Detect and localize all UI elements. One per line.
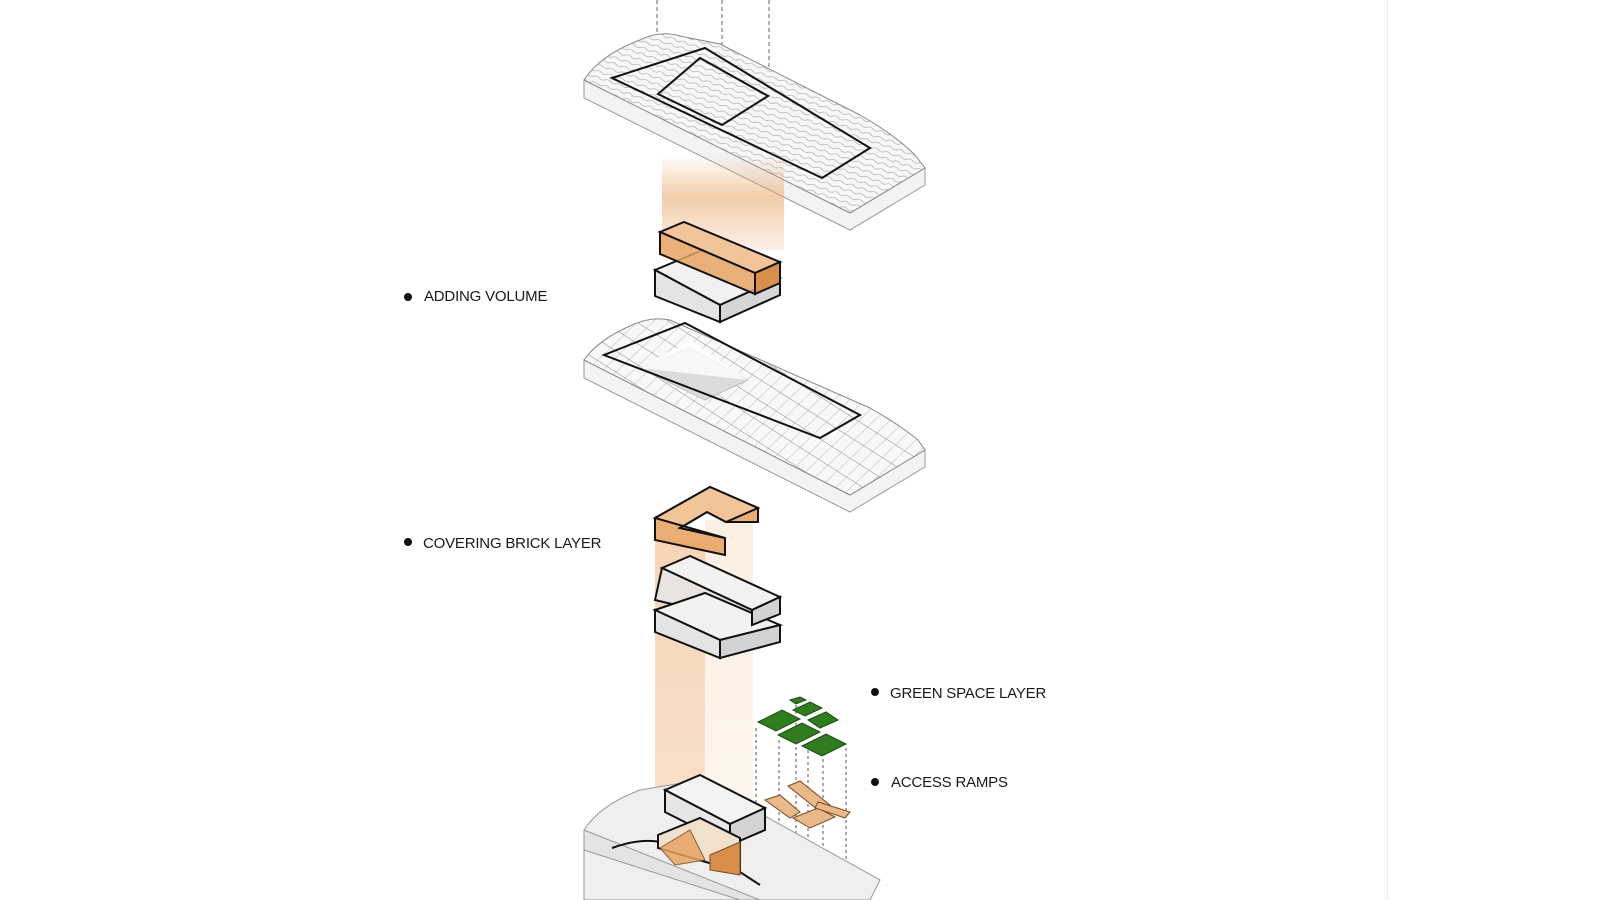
access-ramps [763,780,851,829]
label-adding-volume: ADDING VOLUME [404,288,548,305]
label-covering-brick-layer: COVERING BRICK LAYER [404,535,602,552]
base-site-model [583,773,881,900]
terrain-grid-layer [583,318,926,513]
label-access-ramps: ACCESS RAMPS [871,774,1008,791]
label-bullet [404,293,412,301]
grey-volume-shape [652,554,784,660]
label-bullet [871,688,879,696]
label-bullet [404,538,412,546]
label-bullet [871,778,879,786]
label-covering-brick-layer-text: COVERING BRICK LAYER [423,535,602,552]
label-adding-volume-text: ADDING VOLUME [424,288,547,305]
label-access-ramps-text: ACCESS RAMPS [891,774,1008,791]
terrain-contour-layer [583,33,926,231]
label-green-space-layer: GREEN SPACE LAYER [871,685,1047,702]
green-space-panels [756,696,848,757]
adding-volume-blocks [652,220,783,324]
label-green-space-layer-text: GREEN SPACE LAYER [890,685,1046,702]
brick-layer-shape [652,485,761,557]
right-edge-rule [1387,0,1388,900]
